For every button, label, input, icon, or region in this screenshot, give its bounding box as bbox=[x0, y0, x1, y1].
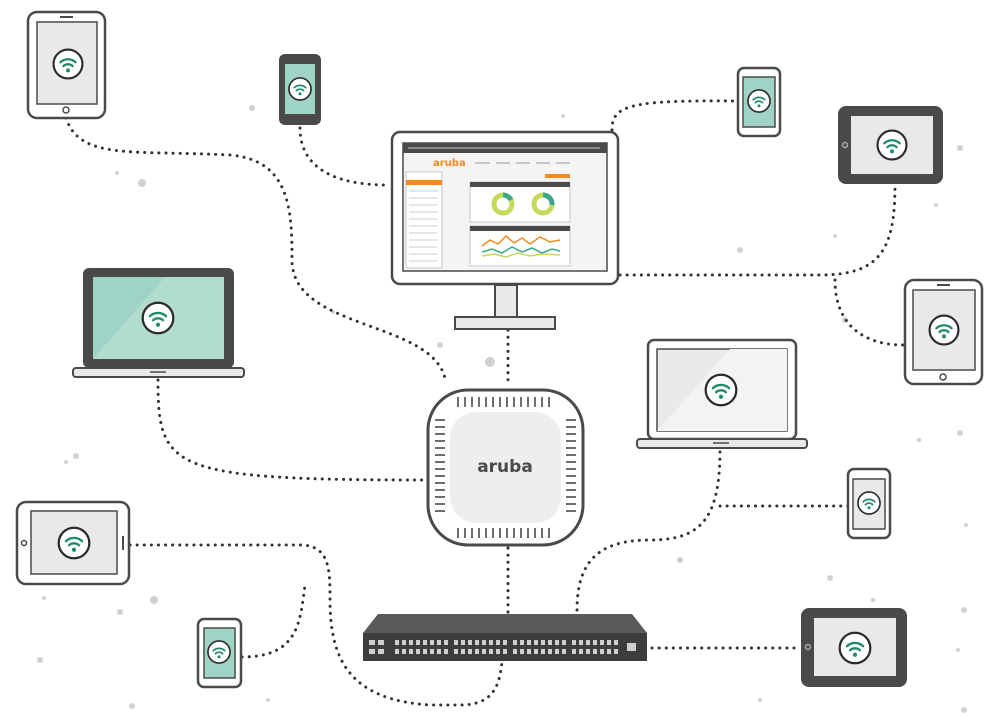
access-point-brand-text: aruba bbox=[477, 457, 533, 477]
wifi-icon bbox=[928, 314, 960, 346]
wifi-icon bbox=[141, 301, 175, 335]
tablet-device[interactable] bbox=[26, 10, 107, 120]
wifi-icon bbox=[57, 526, 91, 560]
laptop-device[interactable] bbox=[636, 338, 808, 449]
tablet-device[interactable] bbox=[801, 608, 907, 687]
management-monitor[interactable]: aruba bbox=[390, 130, 620, 330]
tablet-device[interactable] bbox=[838, 106, 943, 184]
smartphone-device[interactable] bbox=[279, 54, 321, 125]
wireless-access-point[interactable]: aruba bbox=[426, 388, 585, 547]
wifi-icon bbox=[747, 89, 771, 113]
wifi-icon bbox=[288, 77, 312, 101]
wifi-icon bbox=[52, 48, 84, 80]
monitor-brand-text: aruba bbox=[433, 158, 466, 169]
wifi-icon bbox=[857, 491, 881, 515]
wifi-icon bbox=[704, 373, 738, 407]
wifi-icon bbox=[876, 129, 908, 161]
smartphone-device[interactable] bbox=[846, 467, 892, 540]
wifi-icon bbox=[838, 631, 872, 665]
wifi-icon bbox=[207, 640, 231, 664]
network-switch[interactable] bbox=[363, 614, 647, 661]
tablet-device[interactable] bbox=[903, 278, 984, 386]
smartphone-device[interactable] bbox=[196, 617, 243, 689]
background-dots bbox=[37, 105, 968, 713]
laptop-device[interactable] bbox=[72, 268, 245, 378]
smartphone-device[interactable] bbox=[736, 66, 782, 138]
tablet-device[interactable] bbox=[15, 500, 131, 586]
connection-lines bbox=[64, 99, 905, 707]
